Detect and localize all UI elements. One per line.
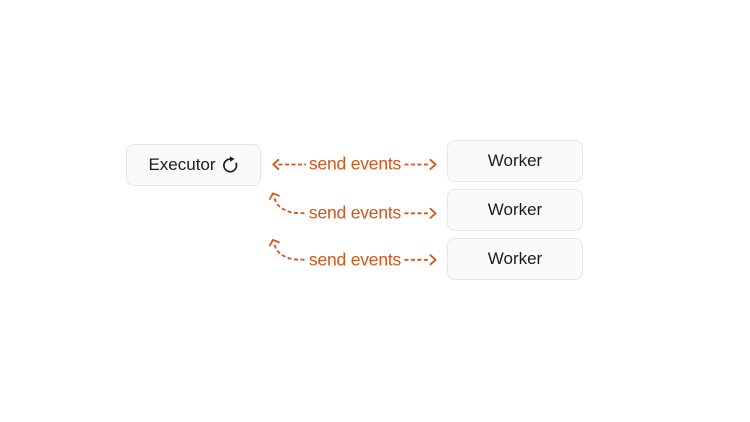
connection-label-1: send events — [308, 153, 402, 174]
worker-label-3: Worker — [487, 249, 543, 269]
connection-label-2: send events — [308, 201, 402, 222]
worker-label-1: Worker — [487, 151, 543, 171]
arrow-executor-worker-1 — [272, 158, 437, 170]
executor-label: Executor — [148, 155, 216, 175]
worker-label-2: Worker — [487, 200, 543, 220]
arrow-executor-worker-2 — [269, 192, 437, 219]
arrow-executor-worker-3 — [269, 239, 437, 266]
worker-node-1: Worker — [447, 140, 583, 182]
worker-node-3: Worker — [447, 238, 583, 280]
executor-node: Executor — [126, 144, 261, 186]
clockwise-refresh-icon — [222, 156, 237, 173]
connection-label-3: send events — [308, 248, 402, 269]
worker-node-2: Worker — [447, 189, 583, 231]
